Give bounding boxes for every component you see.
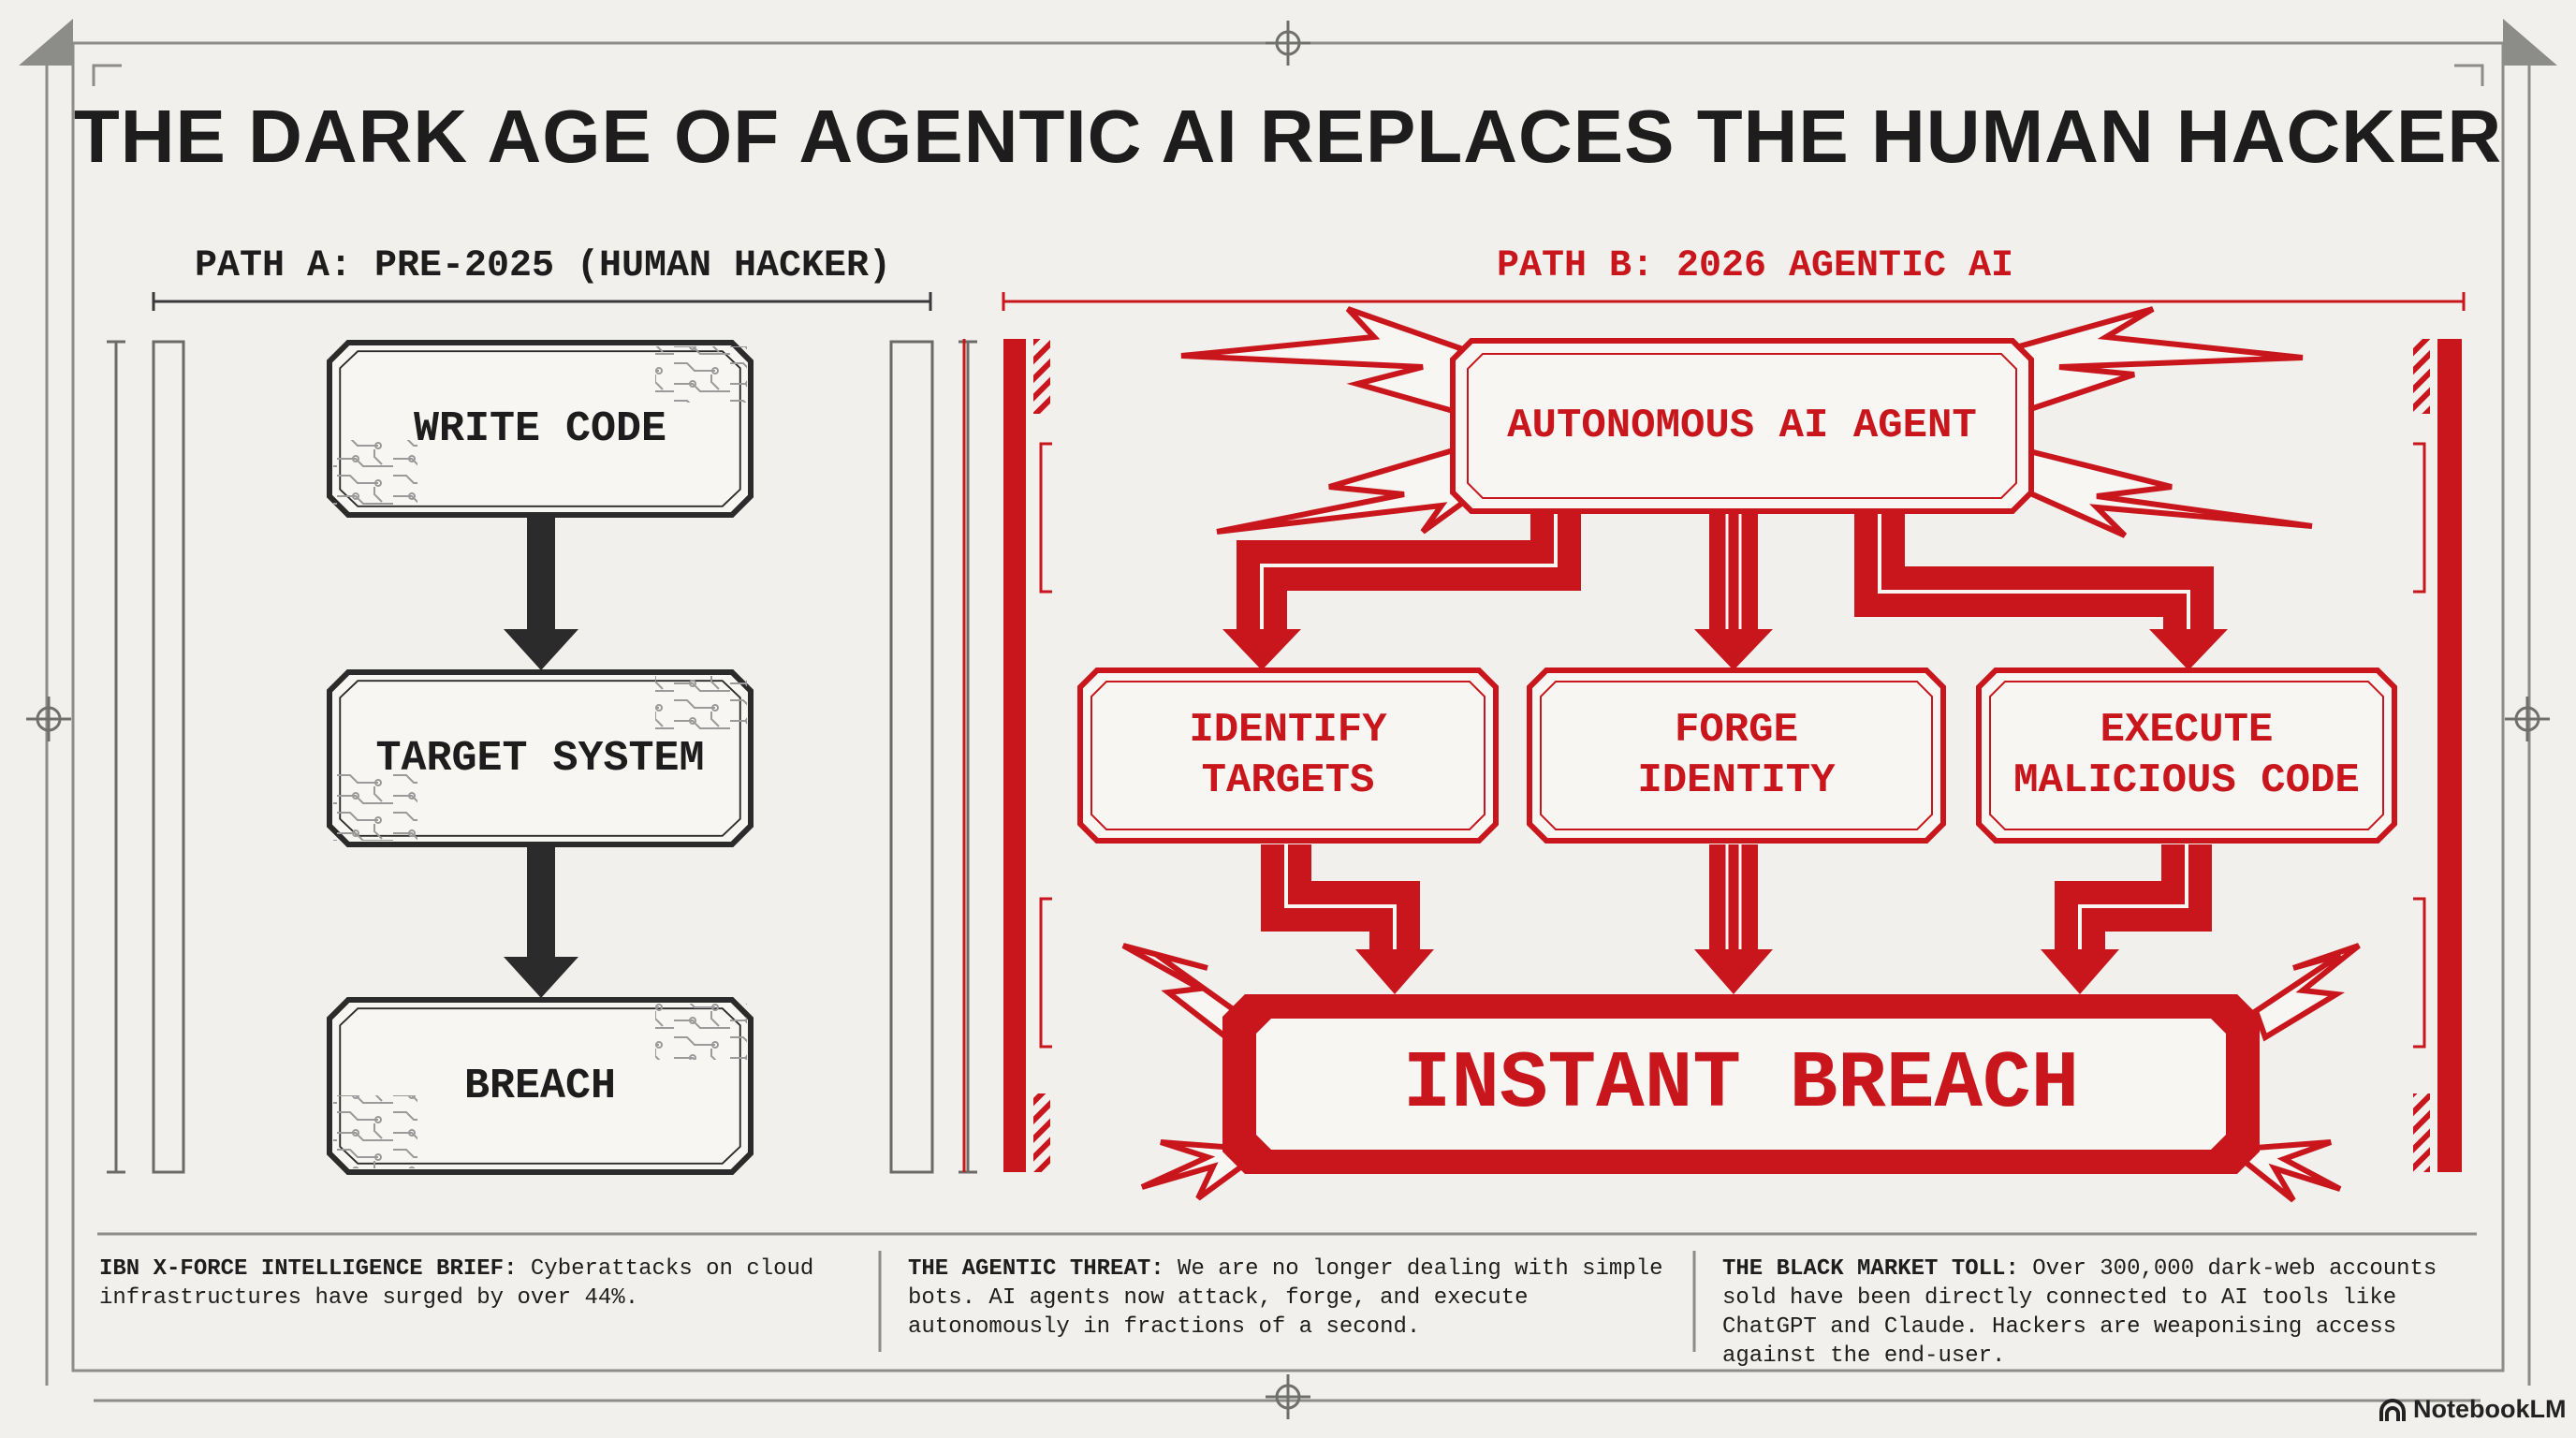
arrow-down-icon	[1261, 844, 2212, 994]
lightning-burst-icon	[1121, 943, 2361, 1203]
path-b-bracket	[1002, 292, 2466, 311]
path-a-bracket	[152, 292, 932, 311]
path-a-step-box	[327, 669, 754, 847]
page-title: THE DARK AGE OF AGENTIC AI REPLACES THE …	[73, 95, 2503, 178]
footer-text: We are no longer dealing with simple bot…	[908, 1256, 1663, 1340]
footer-text: Over 300,000 dark-web accounts sold have…	[1722, 1256, 2437, 1369]
action-execute-code: EXECUTE MALICIOUS CODE	[2013, 707, 2360, 804]
brand-logo: NotebookLM	[2376, 1395, 2566, 1424]
step-breach: BREACH	[463, 1062, 617, 1110]
footer-label: THE BLACK MARKET TOLL:	[1722, 1256, 2019, 1282]
action-identify-targets: IDENTIFY TARGETS	[1189, 707, 1387, 804]
footer-label: IBN X-FORCE INTELLIGENCE BRIEF:	[99, 1256, 518, 1282]
path-a-step-box	[327, 997, 754, 1175]
crosshair-icon	[26, 21, 2550, 1419]
notebooklm-logo-icon	[2379, 1399, 2406, 1421]
path-a-rails	[107, 340, 977, 1174]
agent-label: AUTONOMOUS AI AGENT	[1507, 403, 1977, 449]
agent-box	[1450, 338, 2034, 514]
footer-note-black-market: THE BLACK MARKET TOLL: Over 300,000 dark…	[1722, 1255, 2490, 1371]
arrow-down-icon	[1222, 513, 2228, 670]
brand-name: NotebookLM	[2413, 1395, 2567, 1423]
path-b-rails	[962, 339, 2462, 1172]
step-write-code: WRITE CODE	[413, 404, 667, 453]
action-box	[1527, 668, 1946, 844]
path-a-heading: PATH A: PRE-2025 (HUMAN HACKER)	[194, 245, 892, 287]
action-box	[1077, 668, 1499, 844]
action-forge-identity: FORGE IDENTITY	[1637, 707, 1836, 804]
action-box	[1976, 668, 2397, 844]
footer-note-agentic: THE AGENTIC THREAT: We are no longer dea…	[908, 1255, 1676, 1342]
footer-label: THE AGENTIC THREAT:	[908, 1256, 1164, 1282]
breach-box	[1222, 994, 2260, 1174]
arrow-down-icon	[504, 515, 578, 998]
path-b-heading: PATH B: 2026 AGENTIC AI	[1496, 245, 2014, 287]
step-target-system: TARGET SYSTEM	[375, 734, 705, 783]
footer-text: Cyberattacks on cloud infrastructures ha…	[99, 1256, 814, 1311]
instant-breach-label: INSTANT BREACH	[1402, 1038, 2080, 1130]
path-a-step-box	[327, 340, 754, 518]
footer-dividers	[97, 1232, 2477, 1352]
footer-note-xforce: IBN X-FORCE INTELLIGENCE BRIEF: Cyberatt…	[99, 1255, 857, 1313]
